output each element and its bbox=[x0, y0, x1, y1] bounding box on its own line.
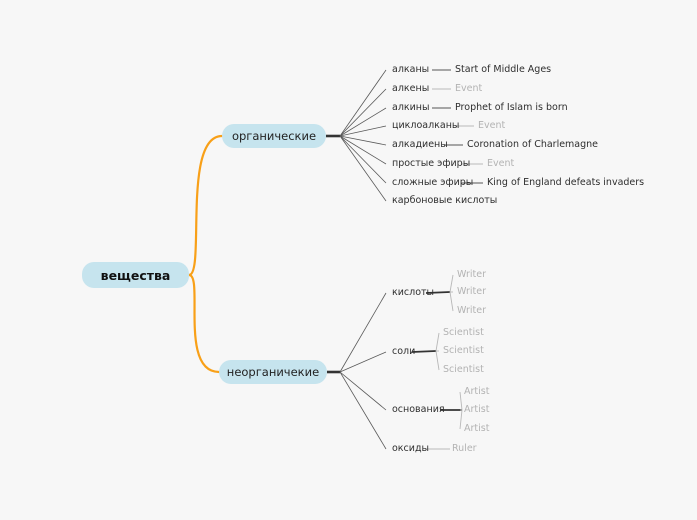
subedge-inorganic-2-0 bbox=[459, 391, 463, 411]
leaf-label-organic-6: сложные эфиры bbox=[392, 177, 474, 188]
leaf-label-organic-4: алкадиены bbox=[392, 139, 448, 150]
edge-organic-4 bbox=[339, 135, 387, 146]
edge-organic-5 bbox=[339, 135, 387, 165]
edge-organic-3 bbox=[339, 125, 387, 137]
edge-organic-0 bbox=[339, 69, 387, 137]
edge-organic-1 bbox=[339, 88, 387, 137]
leaf-label-organic-0: алканы bbox=[392, 64, 430, 75]
subedge-inorganic-0-2 bbox=[449, 291, 454, 312]
sub-label-inorganic-0-0: Writer bbox=[457, 269, 486, 280]
branch-node-inorganic[interactable]: неорганичекие bbox=[219, 360, 327, 384]
sub-label-inorganic-2-0: Artist bbox=[464, 386, 490, 397]
sub-label-inorganic-0-2: Writer bbox=[457, 305, 486, 316]
edge-inorganic-1 bbox=[339, 351, 387, 373]
sub-label-inorganic-1-0: Scientist bbox=[443, 327, 484, 338]
leaf-label-organic-2: алкины bbox=[392, 102, 430, 113]
sub-label-inorganic-1-2: Scientist bbox=[443, 364, 484, 375]
group-label-inorganic-0: кислоты bbox=[392, 287, 435, 298]
subedge-inorganic-1-2 bbox=[435, 350, 440, 371]
subedge-inorganic-2-2 bbox=[459, 409, 463, 430]
leaf-label-organic-1: алкены bbox=[392, 83, 430, 94]
group-label-inorganic-3: оксиды bbox=[392, 443, 430, 454]
leaf-label-organic-5: простые эфиры bbox=[392, 158, 471, 169]
sub-label-inorganic-2-2: Artist bbox=[464, 423, 490, 434]
branch-curve-organic bbox=[187, 134, 224, 277]
edge-organic-6 bbox=[339, 135, 387, 184]
branch-curve-inorganic bbox=[187, 273, 221, 374]
sub-label-inorganic-3-0: Ruler bbox=[452, 443, 477, 454]
group-stub-inorganic-1 bbox=[411, 350, 437, 353]
desc-label-organic-2: Prophet of Islam is born bbox=[455, 102, 568, 113]
edge-inorganic-3 bbox=[339, 371, 387, 450]
sub-label-inorganic-0-1: Writer bbox=[457, 286, 486, 297]
group-label-inorganic-1: соли bbox=[392, 346, 416, 357]
subedge-inorganic-0-0 bbox=[449, 274, 454, 293]
root-node[interactable]: вещества bbox=[82, 262, 189, 288]
leaf-label-organic-3: циклоалканы bbox=[392, 120, 460, 131]
desc-label-organic-4: Coronation of Charlemagne bbox=[467, 139, 599, 150]
desc-label-organic-0: Start of Middle Ages bbox=[455, 64, 552, 75]
subedge-inorganic-1-0 bbox=[435, 332, 440, 352]
sub-label-inorganic-2-1: Artist bbox=[464, 404, 490, 415]
desc-label-organic-3: Event bbox=[478, 120, 506, 131]
leaf-label-organic-7: карбоновые кислоты bbox=[392, 195, 498, 206]
edge-inorganic-0 bbox=[339, 292, 387, 373]
edge-inorganic-2 bbox=[339, 371, 387, 411]
edge-organic-7 bbox=[339, 135, 387, 202]
desc-label-organic-1: Event bbox=[455, 83, 483, 94]
desc-label-organic-5: Event bbox=[487, 158, 515, 169]
desc-label-organic-6: King of England defeats invaders bbox=[487, 177, 645, 188]
branch-node-organic[interactable]: органические bbox=[222, 124, 326, 148]
group-label-inorganic-2: основания bbox=[392, 404, 445, 415]
edge-organic-2 bbox=[339, 107, 387, 137]
sub-label-inorganic-1-1: Scientist bbox=[443, 345, 484, 356]
